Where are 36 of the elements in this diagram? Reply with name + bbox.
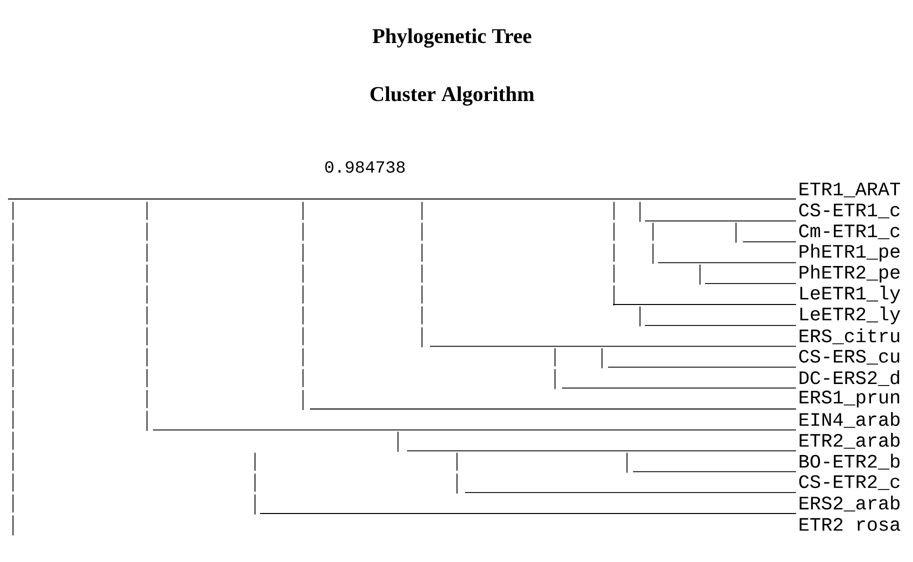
scale-value: 0.984738 [325, 161, 405, 173]
branch-line [260, 513, 796, 514]
branch-line [430, 346, 796, 347]
branch-line [644, 324, 796, 326]
leaf-label: ETR2_arab [800, 432, 900, 449]
branch-line [310, 408, 796, 410]
leaf-label: ERS_citru [800, 328, 900, 344]
leaf-label: CS-ETR1_c [799, 204, 900, 218]
branch-line [8, 198, 796, 200]
leaf-label: LeETR1_ly [800, 286, 900, 304]
leaf-label: PhETR2_pe [800, 264, 900, 282]
leaf-label: CS-ERS_cu [799, 350, 900, 365]
leaf-label: LeETR2_ly [800, 306, 900, 324]
leaf-label: ETR2 rosa [800, 518, 900, 531]
title: Phylogenetic Tree [372, 28, 532, 48]
branch-line [152, 429, 796, 430]
branch-line [612, 304, 796, 305]
leaf-label: ERS1_prun [800, 390, 900, 408]
branch-line [406, 450, 796, 452]
branch-line [464, 492, 796, 494]
leaf-label: PhETR1_pe [800, 244, 900, 262]
leaf-label: ERS2_arab [800, 496, 900, 512]
leaf-label: BO-ETR2_b [800, 454, 900, 470]
branch-line [562, 388, 796, 389]
leaf-label: DC-ERS2_d [800, 370, 900, 386]
branch-line [644, 220, 796, 222]
branch-line [608, 366, 796, 368]
leaf-label: CS-ETR2_c [799, 475, 900, 490]
branch-line [742, 241, 796, 242]
leaf-label: EIN4_arab [800, 412, 900, 428]
leaf-label: ETR1_ARAT [800, 182, 900, 198]
branch-line [632, 471, 796, 472]
leaf-label: Cm-ETR1_c [799, 224, 900, 240]
subtitle: Cluster Algorithm [370, 86, 534, 106]
branch-line [658, 262, 796, 264]
branch-line [704, 283, 796, 284]
